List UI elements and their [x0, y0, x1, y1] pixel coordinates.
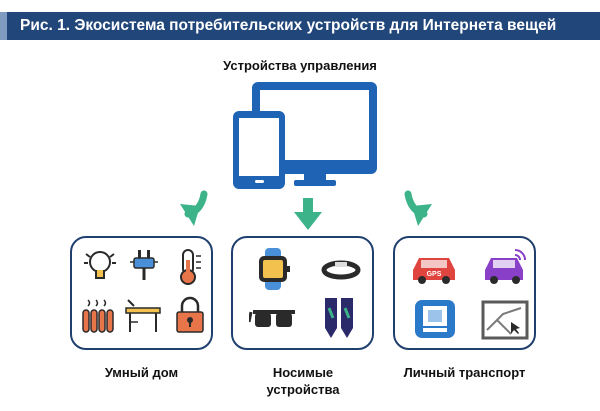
- control-devices-label: Устройства управления: [223, 58, 377, 73]
- lightbulb-icon: [84, 251, 116, 279]
- smart-lock-icon: [176, 296, 204, 333]
- arrow-down-icon: [294, 198, 322, 230]
- group-personal-transport: GPS: [393, 236, 536, 350]
- smart-glasses-icon: [249, 310, 295, 327]
- radiator-icon: [82, 299, 114, 333]
- arrow-curved-left-icon: [180, 190, 208, 226]
- connected-car-icon: [485, 249, 526, 284]
- plug-icon: [130, 250, 158, 280]
- figure-title: Рис. 1. Экосистема потребительских устро…: [20, 17, 557, 34]
- map-icon: [481, 300, 529, 340]
- group-wearables: [231, 236, 374, 350]
- gps-text: GPS: [427, 271, 442, 278]
- thermometer-icon: [180, 249, 201, 285]
- group-smart-home: [70, 236, 213, 350]
- group-label-wearables: Носимые устройства: [266, 365, 340, 397]
- gps-car-icon: GPS: [413, 258, 455, 284]
- arrow-curved-right-icon: [404, 190, 432, 226]
- group-label-transport: Личный транспорт: [403, 365, 526, 380]
- title-bar: Рис. 1. Экосистема потребительских устро…: [0, 12, 600, 40]
- smartwatch-icon: [259, 248, 290, 290]
- tablet-icon: [233, 111, 285, 189]
- table-icon: [125, 299, 161, 332]
- wearable-tags-icon: [325, 298, 353, 338]
- fitness-band-icon: [321, 260, 361, 280]
- navigator-icon: [415, 300, 455, 338]
- title-accent: [0, 12, 7, 40]
- group-label-smart-home: Умный дом: [104, 365, 179, 380]
